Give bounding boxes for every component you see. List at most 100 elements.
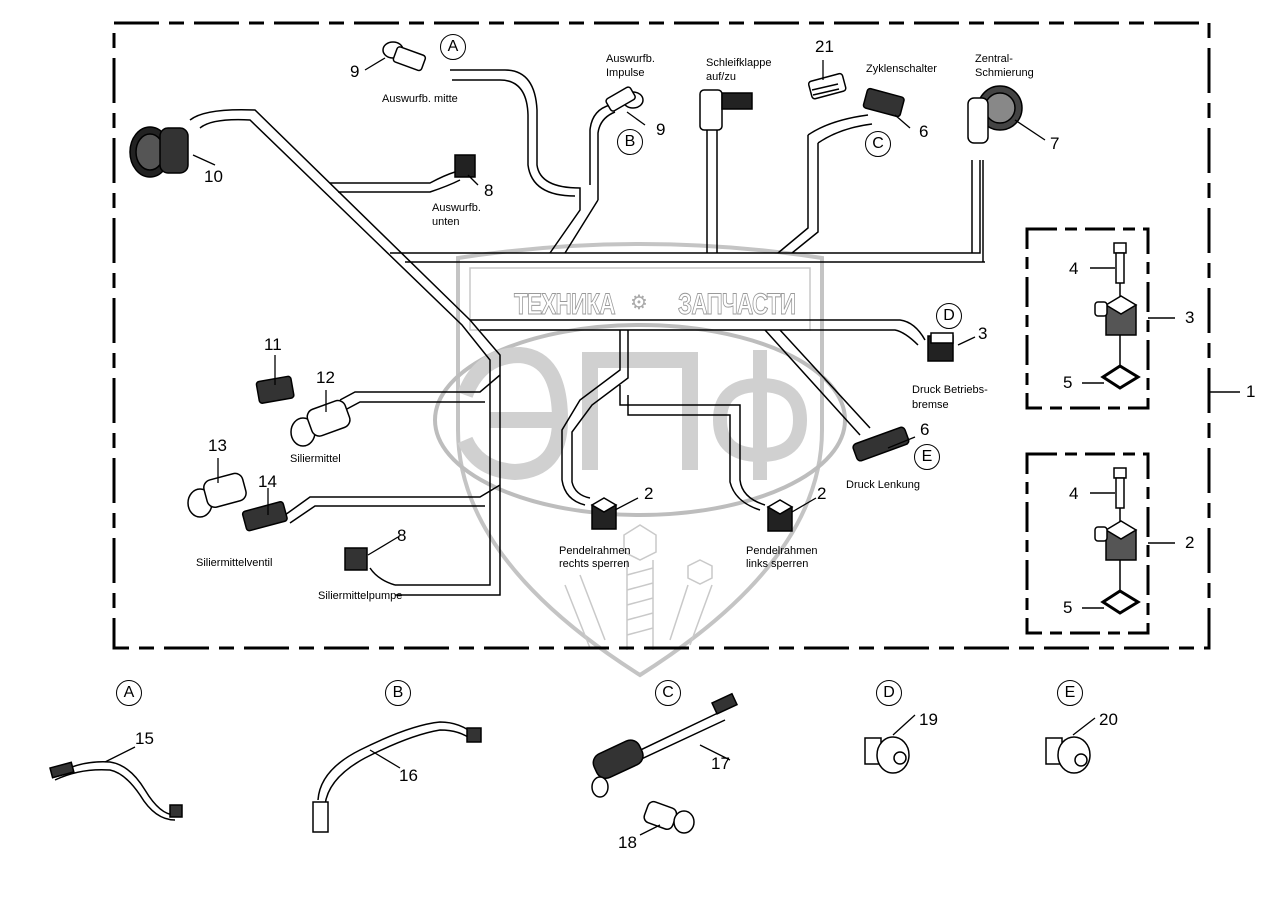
connector-8-lower-icon — [344, 547, 368, 571]
label-auswurf-unten-2: unten — [432, 216, 460, 228]
part-number-3a: 3 — [978, 324, 988, 343]
label-pendel-links-1: Pendelrahmen — [746, 545, 818, 557]
cable-7 — [971, 160, 984, 262]
label-zentral-1: Zentral- — [975, 53, 1013, 65]
valve-2-left-icon — [766, 499, 794, 532]
connector-11-icon — [255, 375, 295, 404]
cable-pendel-rechts — [561, 330, 621, 506]
watermark-text-left: ТЕХНИКА — [514, 288, 616, 322]
part-number-17: 17 — [711, 754, 730, 773]
part-number-20: 20 — [1099, 710, 1118, 729]
label-pendel-links-2: links sperren — [746, 558, 809, 570]
detail-d-sensor-icon — [864, 736, 910, 774]
part-number-13: 13 — [208, 436, 227, 455]
valve-assembly-2 — [1082, 467, 1175, 615]
part-number-12: 12 — [316, 368, 335, 387]
cable-8-top — [330, 171, 456, 184]
cable-6-top — [777, 135, 819, 254]
part-number-11: 11 — [264, 335, 282, 354]
part-number-9b: 9 — [656, 120, 666, 139]
detail-callout-c: C — [655, 680, 681, 706]
detail-callout-b: B — [385, 680, 411, 706]
valve-assembly-3 — [1082, 242, 1175, 390]
part-number-14: 14 — [258, 472, 277, 491]
part-number-15: 15 — [135, 729, 154, 748]
connectors — [49, 41, 1175, 834]
part-number-1: 1 — [1246, 382, 1256, 401]
detail-callout-d: D — [876, 680, 902, 706]
cable-schleifklappe — [706, 130, 718, 253]
watermark-letter-e — [457, 346, 569, 481]
detail-callout-a: A — [116, 680, 142, 706]
label-druck-betriebsbremse-1: Druck Betriebs- — [912, 384, 988, 396]
connector-6-lower-icon — [852, 426, 910, 462]
cable-siliermittelventil — [284, 484, 501, 524]
cable-9a — [450, 69, 581, 254]
subassembly-2-bolt-number: 4 — [1069, 484, 1079, 503]
part-number-8b: 8 — [397, 526, 407, 545]
connector-3-icon — [927, 332, 954, 362]
trunk-middle — [470, 319, 926, 341]
label-pendel-rechts-1: Pendelrahmen — [559, 545, 631, 557]
connector-13-icon — [187, 472, 247, 518]
part-number-18: 18 — [618, 833, 637, 852]
label-zyklenschalter: Zyklenschalter — [866, 63, 937, 75]
part-number-2b: 2 — [817, 484, 827, 503]
subassembly-3-number: 3 — [1185, 308, 1195, 327]
leader-lines — [104, 57, 1096, 836]
cable-siliermittel — [339, 374, 501, 411]
detail-callout-e: E — [1057, 680, 1083, 706]
label-druck-betriebsbremse-2: bremse — [912, 399, 949, 411]
subassembly-frame-2 — [1025, 452, 1150, 635]
connector-12-icon — [290, 399, 351, 447]
watermark-ring — [433, 323, 847, 517]
connector-6-top-icon — [862, 87, 905, 118]
detail-c-plug-icon — [643, 800, 695, 834]
detail-c-cable-icon — [591, 692, 739, 798]
trunk-top — [390, 160, 981, 254]
watermark-shield — [456, 242, 824, 678]
detail-b-cable-icon — [312, 721, 482, 833]
connector-schleifklappe-icon — [699, 89, 753, 131]
label-auswurf-mitte: Auswurfb. mitte — [382, 93, 458, 105]
watermark-text-right: ЗАПЧАСТИ — [678, 288, 797, 322]
connector-21-icon — [807, 72, 847, 100]
part-number-16: 16 — [399, 766, 418, 785]
label-schleifklappe-1: Schleifklappe — [706, 57, 772, 69]
label-pendel-rechts-2: rechts sperren — [559, 558, 630, 570]
watermark-letter-f — [712, 350, 808, 480]
label-siliermittel: Siliermittel — [290, 453, 341, 465]
gear-icon: ⚙ — [630, 292, 648, 314]
connector-8-top-icon — [454, 154, 476, 178]
label-auswurf-impulse-1: Auswurfb. — [606, 53, 655, 65]
callout-a: A — [440, 34, 466, 60]
subassembly-3-seal-number: 5 — [1063, 373, 1073, 392]
watermark-wheat — [564, 524, 713, 650]
subassembly-frame-3 — [1025, 227, 1150, 410]
label-schleifklappe-2: auf/zu — [706, 71, 736, 83]
part-number-10: 10 — [204, 167, 223, 186]
connector-14-icon — [241, 501, 288, 532]
cable-9b — [589, 104, 611, 185]
label-auswurf-unten-1: Auswurfb. — [432, 202, 481, 214]
part-number-9a: 9 — [350, 62, 360, 81]
part-number-19: 19 — [919, 710, 938, 729]
callout-b: B — [617, 129, 643, 155]
subassembly-2-seal-number: 5 — [1063, 598, 1073, 617]
label-auswurf-impulse-2: Impulse — [606, 67, 645, 79]
part-number-6a: 6 — [919, 122, 929, 141]
label-siliermittelpumpe: Siliermittelpumpe — [318, 590, 403, 602]
subassembly-3-bolt-number: 4 — [1069, 259, 1079, 278]
harness-cables — [189, 69, 985, 596]
subassembly-2-number: 2 — [1185, 533, 1195, 552]
callout-e: E — [914, 444, 940, 470]
connector-7-icon — [967, 85, 1023, 144]
part-number-6b: 6 — [920, 420, 930, 439]
label-zentral-2: Schmierung — [975, 67, 1034, 79]
label-druck-lenkung: Druck Lenkung — [846, 479, 920, 491]
detail-e-sensor-icon — [1045, 736, 1091, 774]
part-number-2a: 2 — [644, 484, 654, 503]
callout-d: D — [936, 303, 962, 329]
valve-2-right-icon — [590, 497, 618, 530]
